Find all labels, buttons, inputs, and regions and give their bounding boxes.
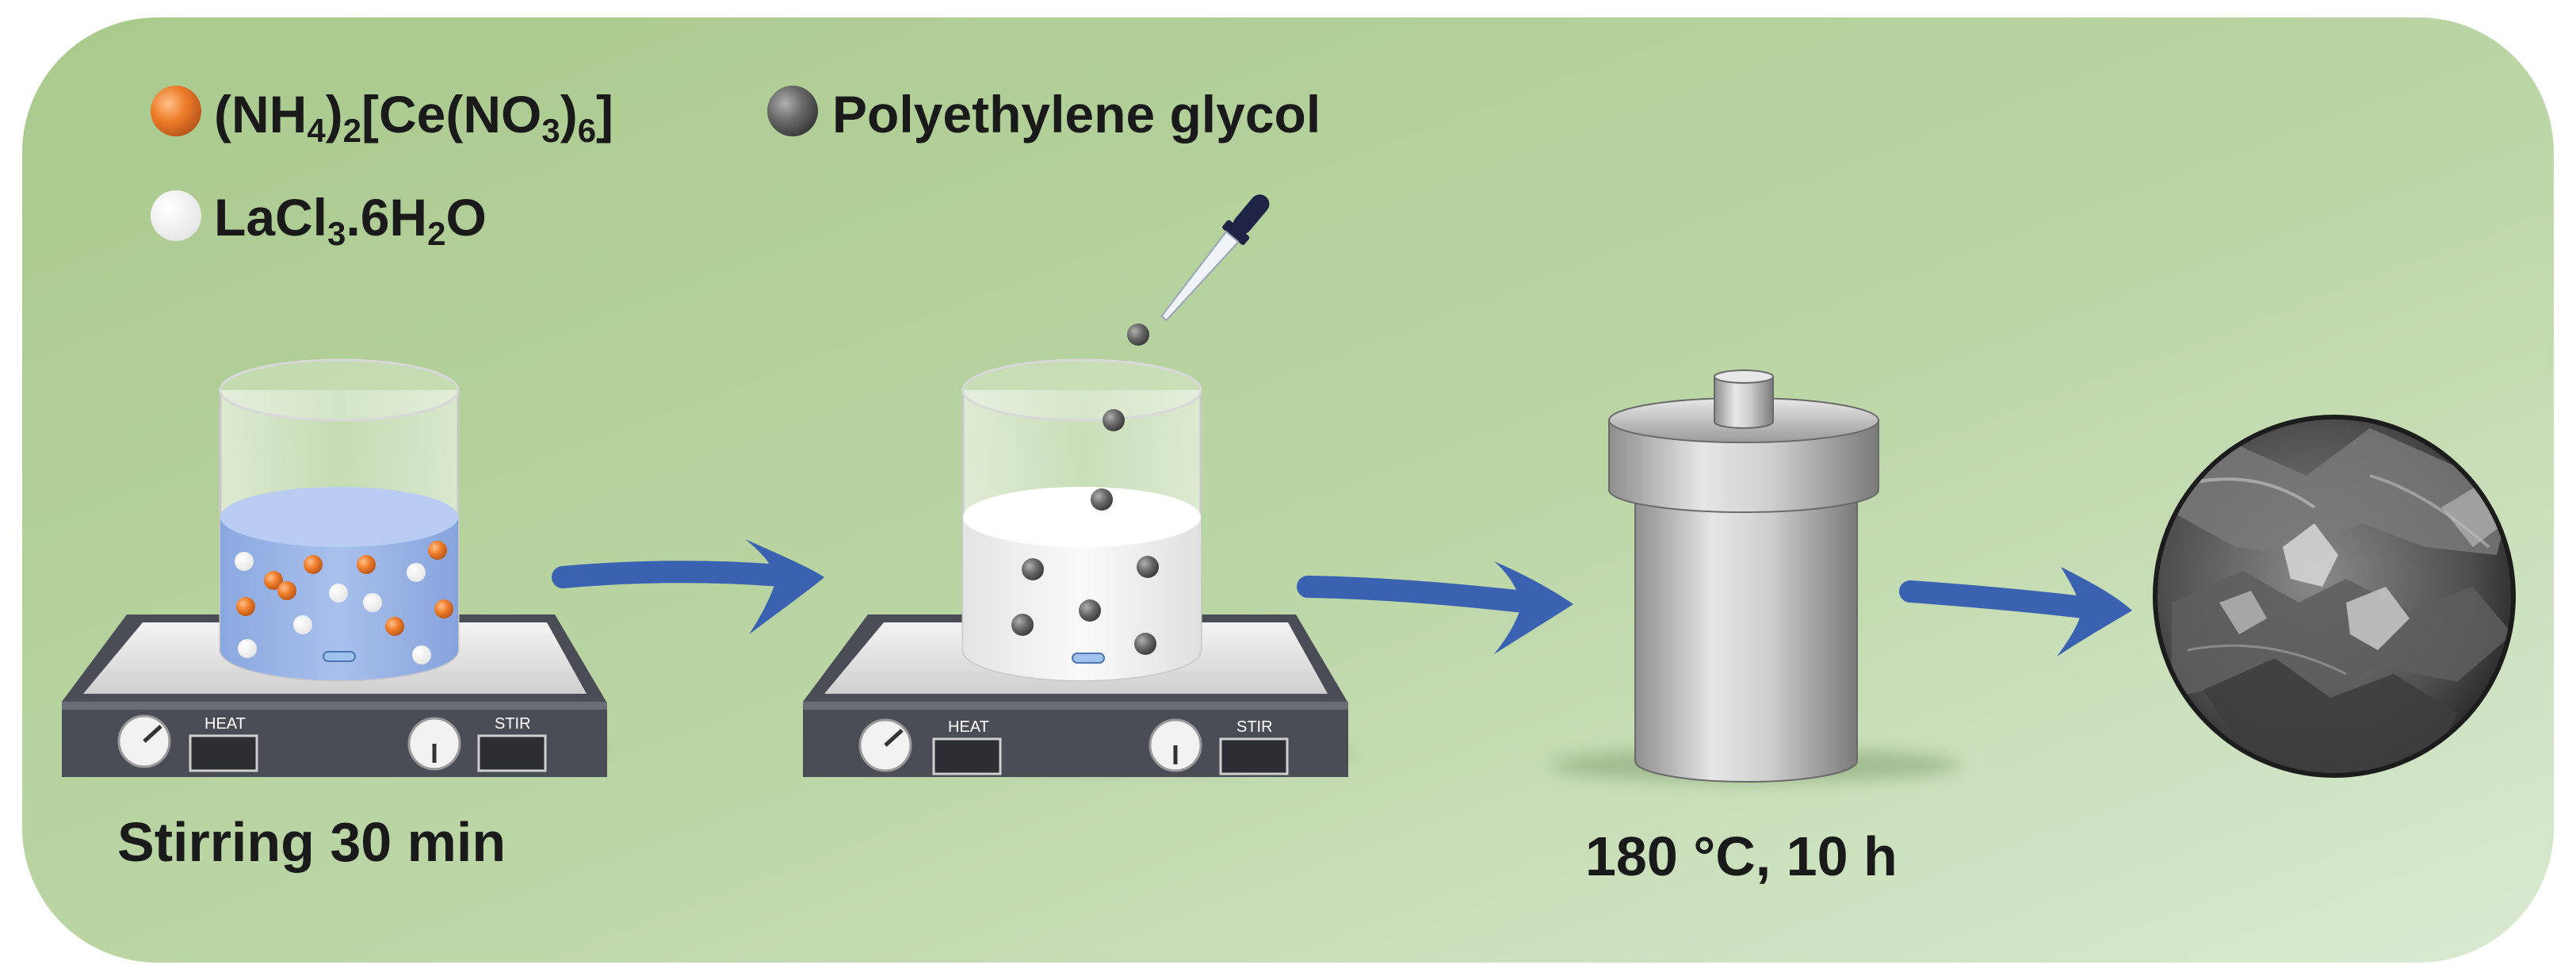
- particles-beaker-1: [235, 541, 453, 664]
- stirrer-beaker-1: [62, 358, 610, 777]
- falling-drop-1: [1127, 323, 1149, 346]
- stirrer-beaker-2: [803, 358, 1355, 777]
- legend-label-ceric-ammonium-nitrate: (NH4)2[Ce(NO3)6]: [214, 85, 614, 149]
- autoclave: [1550, 369, 1962, 783]
- dropper-icon: [1160, 194, 1270, 322]
- stir-display: [477, 734, 547, 772]
- stir-bar: [323, 651, 356, 662]
- stir-display-2: [1219, 737, 1289, 775]
- legend: [151, 86, 818, 241]
- white-sphere-icon: [151, 190, 201, 241]
- falling-drop-2: [1103, 409, 1125, 431]
- particles-beaker-2: [1011, 488, 1159, 655]
- arrow-1: [552, 539, 824, 634]
- arrow-3: [1899, 567, 2132, 657]
- legend-label-polyethylene-glycol: Polyethylene glycol: [832, 85, 1321, 144]
- heat-label-2: HEAT: [948, 718, 989, 736]
- stir-bar-2: [1072, 653, 1105, 664]
- orange-sphere-icon: [151, 86, 201, 136]
- arrow-2: [1297, 561, 1573, 654]
- stir-label: STIR: [495, 715, 531, 733]
- background-panel: [22, 17, 2554, 963]
- stir-label-2: STIR: [1236, 718, 1273, 736]
- gray-sphere-icon: [767, 86, 818, 136]
- sem-image: [2153, 415, 2516, 778]
- step-label-stirring: Stirring 30 min: [117, 811, 506, 873]
- heat-display: [189, 734, 258, 772]
- dropper: [1103, 194, 1270, 431]
- legend-label-lanthanum-chloride: LaCl3.6H2O: [214, 188, 487, 252]
- heat-label: HEAT: [204, 715, 246, 733]
- step-label-hydrothermal: 180 °C, 10 h: [1585, 825, 1898, 887]
- heat-display-2: [932, 737, 1002, 775]
